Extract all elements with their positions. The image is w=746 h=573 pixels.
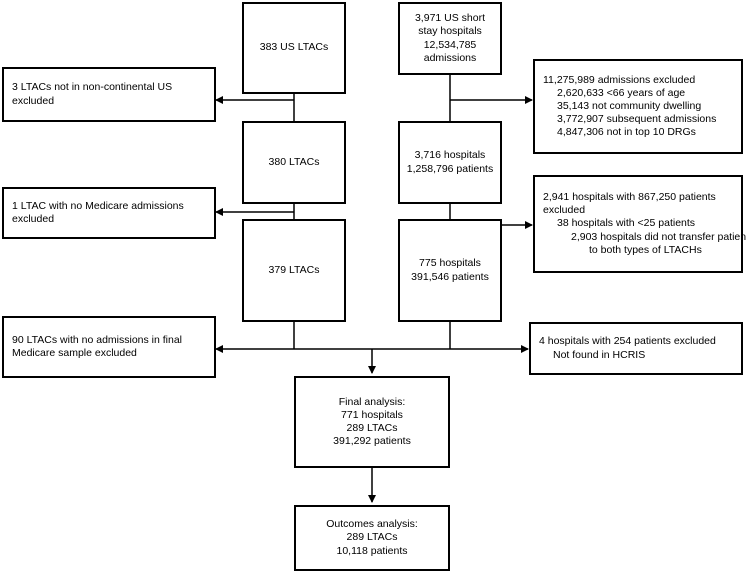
line: 771 hospitals [341,408,403,421]
line: 4 hospitals with 254 patients excluded [539,335,716,348]
line: to both types of LTACHs [589,243,702,256]
line: excluded [12,213,55,225]
line: Not found in HCRIS [553,348,646,361]
line: Outcomes analysis: [326,518,418,531]
line: 35,143 not community dwelling [557,99,702,112]
line: 3,716 hospitals [414,149,486,162]
box-exclude-hcris: 4 hospitals with 254 patients excluded N… [529,322,743,375]
line: stay hospitals [418,25,482,38]
line: 289 LTACs [346,531,398,544]
box-exclude-no-final-admissions: 90 LTACs with no admissions in final Med… [2,316,216,378]
box-379-ltacs: 379 LTACs [242,219,346,322]
line: 3,971 US short [414,12,486,25]
box-final-analysis: Final analysis: 771 hospitals 289 LTACs … [294,376,450,468]
line: 379 LTACs [268,263,320,276]
line: 2,903 hospitals did not transfer patient… [571,230,746,243]
line: 4,847,306 not in top 10 DRGs [557,126,696,139]
line: 775 hospitals [419,257,481,270]
line: 289 LTACs [346,422,398,434]
line: excluded [12,94,55,107]
line: 391,546 patients [411,270,489,283]
line: Final analysis: [338,395,406,408]
line: 3,772,907 subsequent admissions [557,113,717,126]
box-775-hospitals: 775 hospitals 391,546 patients [398,219,502,322]
box-exclude-hospitals-transfer: 2,941 hospitals with 867,250 patients ex… [533,175,746,273]
box-outcomes-analysis: Outcomes analysis: 289 LTACs 10,118 pati… [294,505,450,571]
box-exclude-noncontinental: 3 LTACs not in non-continental US exclud… [2,67,216,122]
line: 3 LTACs not in non-continental US [12,81,173,94]
line: 12,534,785 [423,38,477,51]
line: 1 LTAC with no Medicare admissions [12,199,184,212]
box-3716-hospitals: 3,716 hospitals 1,258,796 patients [398,121,502,204]
line: 11,275,989 admissions excluded [543,73,696,86]
box-380-ltacs: 380 LTACs [242,121,346,204]
line: excluded [543,204,586,217]
box-us-ltacs: 383 US LTACs [242,2,346,94]
line: 10,118 patients [336,544,408,557]
line: 38 hospitals with <25 patients [557,217,696,230]
line: Medicare sample excluded [12,347,137,359]
line: 2,620,633 <66 years of age [557,86,686,99]
line: 1,258,796 patients [406,162,494,175]
line: 383 US LTACs [259,41,329,54]
line: 90 LTACs with no admissions in final [12,333,183,346]
box-exclude-admissions: 11,275,989 admissions excluded 2,620,633… [533,59,743,154]
line: 2,941 hospitals with 867,250 patients [543,191,716,204]
line: admissions [423,51,477,64]
box-exclude-no-medicare: 1 LTAC with no Medicare admissions exclu… [2,187,216,239]
line: 380 LTACs [268,155,320,168]
box-us-hospitals: 3,971 US short stay hospitals 12,534,785… [398,2,502,75]
line: 391,292 patients [333,435,411,448]
